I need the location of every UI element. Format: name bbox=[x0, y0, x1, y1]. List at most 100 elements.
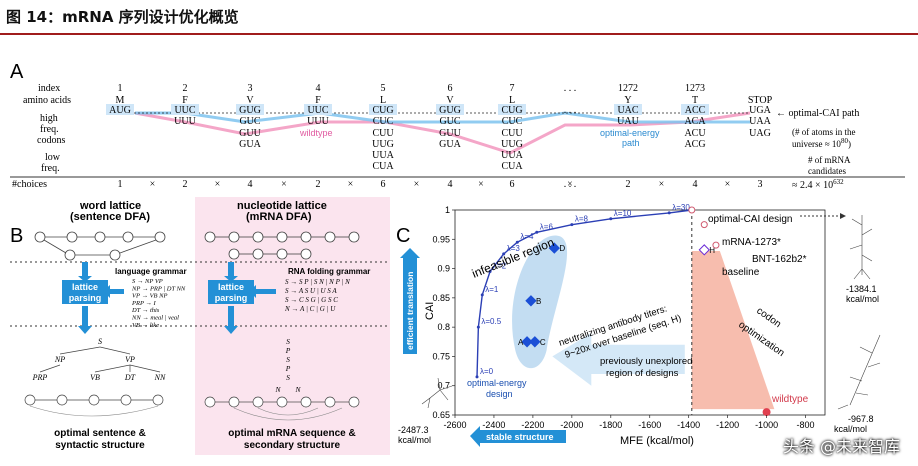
col-amino: V bbox=[446, 95, 454, 106]
rna-rule: S → S P | S N | N P | N bbox=[285, 278, 350, 286]
codon: GUA bbox=[239, 139, 261, 150]
structure-sketch-right-bot bbox=[837, 334, 881, 410]
lambda-point bbox=[476, 325, 480, 329]
codon-highlight bbox=[171, 104, 199, 115]
codon: CUA bbox=[372, 161, 394, 172]
bottom-right-2: secondary structure bbox=[244, 440, 341, 451]
nuc-lattice-title-2: (mRNA DFA) bbox=[246, 211, 312, 223]
tree-node: NP bbox=[54, 355, 65, 364]
times-sign: × bbox=[348, 179, 354, 190]
codon: ACC bbox=[685, 105, 706, 116]
ellipsis: . . . bbox=[564, 83, 577, 94]
candidates-approx: ≈ 2.4 × 10632 bbox=[792, 178, 844, 191]
reference-point bbox=[712, 241, 720, 249]
times-sign: × bbox=[567, 179, 573, 190]
bnt-label: BNT-162b2* bbox=[752, 254, 807, 265]
codon-highlight bbox=[436, 104, 464, 115]
rna-arc bbox=[233, 407, 343, 421]
wildtype-label: wildtype bbox=[299, 128, 333, 138]
codon: AUG bbox=[109, 105, 131, 116]
mrna1273-label: mRNA-1273* bbox=[722, 237, 781, 248]
row-label-codons: codons bbox=[37, 135, 65, 146]
lambda-label: λ=4 bbox=[520, 232, 534, 241]
codon: UGA bbox=[749, 105, 771, 116]
ellipsis: . . . bbox=[564, 105, 577, 116]
times-sign: × bbox=[281, 179, 287, 190]
design-point-label: H bbox=[709, 246, 715, 255]
lattice-parsing-right bbox=[208, 280, 254, 304]
y-tick-label: 0.95 bbox=[432, 234, 450, 244]
rna-rule: N → A | C | G | U bbox=[284, 305, 336, 313]
structure-sketch-left bbox=[421, 377, 453, 409]
panel-a-letter: A bbox=[10, 61, 24, 83]
optimal-cai-design-label: optimal-CAI design bbox=[708, 214, 792, 225]
codon: UUC bbox=[174, 105, 195, 116]
lambda-label: λ=3 bbox=[507, 244, 521, 253]
rna-state bbox=[204, 396, 216, 408]
bottom-left-2: syntactic structure bbox=[55, 440, 145, 451]
panel-b-letter: B bbox=[10, 225, 23, 247]
col-choices: 4 bbox=[693, 179, 698, 190]
optimal-energy-path bbox=[135, 111, 750, 124]
codon: GUA bbox=[439, 139, 461, 150]
rna-tree-node: P bbox=[285, 364, 291, 373]
structure-sketch-right-top bbox=[849, 215, 873, 280]
reference-point bbox=[688, 206, 696, 214]
design-point bbox=[525, 295, 537, 307]
row-label-index: index bbox=[38, 83, 60, 94]
word-state bbox=[152, 394, 164, 406]
col-choices: 1 bbox=[118, 179, 123, 190]
reference-point bbox=[700, 221, 708, 229]
codon-optimization-band bbox=[691, 251, 775, 410]
design-point bbox=[529, 336, 541, 348]
title-rule bbox=[0, 33, 918, 35]
row-label-amino: amino acids bbox=[23, 95, 71, 106]
row-label-choices: #choices bbox=[12, 179, 47, 190]
efficient-arrow bbox=[403, 258, 417, 354]
unexplored-1: previously unexplored bbox=[600, 356, 692, 367]
codon-highlight bbox=[681, 104, 709, 115]
lambda-labels: λ=0λ=0.5λ=1λ=2λ=3λ=4λ=6λ=8λ=10λ=30 bbox=[475, 203, 690, 379]
codon: GUU bbox=[239, 128, 261, 139]
rna-grammar-title: RNA folding grammar bbox=[288, 267, 370, 276]
x-tick-label: -1600 bbox=[638, 420, 661, 430]
tree-node: VP bbox=[125, 355, 135, 364]
codon-highlight bbox=[614, 104, 642, 115]
lang-rule: S → NP VP bbox=[132, 278, 163, 285]
col-amino: M bbox=[116, 95, 125, 106]
codon-highlight bbox=[369, 104, 397, 115]
word-state bbox=[56, 394, 68, 406]
codon: CUC bbox=[373, 116, 394, 127]
mrna-cand-1: # of mRNA bbox=[808, 155, 851, 165]
col-amino: T bbox=[692, 95, 698, 106]
codon: ACG bbox=[684, 139, 705, 150]
opt-energy-label-1: optimal-energy bbox=[600, 128, 660, 138]
rna-tree-node: N bbox=[294, 385, 301, 394]
col-amino: V bbox=[246, 95, 254, 106]
figure: A index amino acids high freq. codons lo… bbox=[0, 50, 918, 461]
codon: CUU bbox=[372, 128, 394, 139]
codon: CUG bbox=[372, 105, 393, 116]
y-tick-label: 0.9 bbox=[437, 264, 450, 274]
rna-arc bbox=[257, 407, 319, 416]
times-sign: × bbox=[215, 179, 221, 190]
design-point bbox=[698, 244, 710, 256]
unexplored-arrow bbox=[552, 333, 685, 386]
col-index: 1 bbox=[118, 83, 123, 94]
panel-c-letter: C bbox=[396, 225, 410, 247]
codon: UAC bbox=[617, 105, 638, 116]
codon: UUU bbox=[307, 116, 329, 127]
x-tick-label: -1400 bbox=[677, 420, 700, 430]
optimal-energy-label-2: design bbox=[486, 389, 513, 399]
tree-node: DT bbox=[124, 373, 136, 382]
word-lattice-title-2: (sentence DFA) bbox=[70, 211, 150, 223]
design-point bbox=[548, 242, 560, 254]
y-axis-label: CAI bbox=[424, 302, 436, 320]
watermark: 头条 @未来智库 bbox=[782, 437, 900, 456]
word-state bbox=[120, 394, 132, 406]
row-label-freq: freq. bbox=[40, 124, 59, 135]
mrna-cand-2: candidates bbox=[808, 166, 846, 176]
word-lattice-title-1: word lattice bbox=[79, 200, 141, 212]
